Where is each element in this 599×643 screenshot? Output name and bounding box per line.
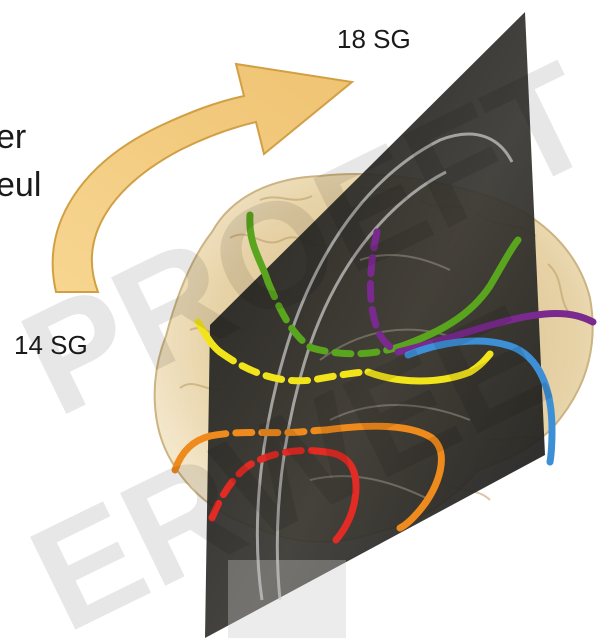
label-18-sg: 18 SG [337,24,411,55]
cut-off-text-line-1: er [0,118,26,157]
cut-off-text-line-2: eul [0,166,41,205]
label-14-sg: 14 SG [14,330,88,361]
